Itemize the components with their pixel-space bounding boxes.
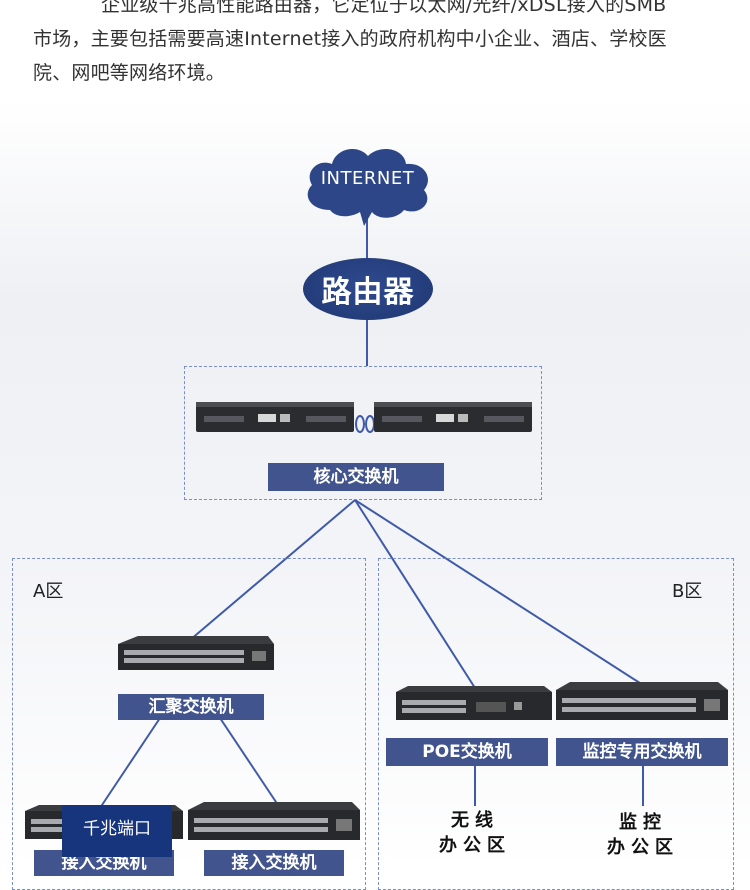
- gigabit-port-badge: 千兆端口: [62, 805, 172, 857]
- router-node: 路由器: [303, 258, 433, 320]
- access-switch-2-icon: [188, 802, 360, 840]
- connection-lines: [99, 215, 644, 809]
- intro-line-2: 市场，主要包括需要高速Internet接入的政府机构中小企业、酒店、学校医: [33, 28, 667, 50]
- router-label: 路由器: [321, 275, 415, 310]
- gigabit-port-label: 千兆端口: [83, 819, 151, 839]
- link-core-poe: [354, 499, 476, 689]
- zone-a-label: A区: [33, 581, 64, 602]
- poe-switch-label: POE交换机: [386, 738, 548, 766]
- aggregation-switch-icon: [118, 636, 274, 670]
- zone-b-label: B区: [672, 581, 703, 602]
- link-agg-access-2: [219, 717, 279, 806]
- intro-line-1: 企业级千兆高性能路由器，它定位于以太网/光纤/xDSL接入的SMB: [101, 0, 667, 16]
- intro-line-3: 院、网吧等网络环境。: [33, 62, 226, 84]
- monitor-office-line-2: 办公区: [607, 837, 679, 858]
- wireless-office-area: 无线 办公区: [425, 808, 525, 858]
- core-switch-1-icon: [196, 402, 354, 432]
- link-core-monitor: [354, 499, 644, 686]
- monitor-office-area: 监控 办公区: [593, 810, 693, 860]
- internet-label: INTERNET: [320, 168, 415, 189]
- access-switch-label-2: 接入交换机: [204, 850, 344, 876]
- monitor-switch-label: 监控专用交换机: [556, 738, 728, 766]
- monitor-switch-icon: [556, 682, 728, 720]
- intro-text: 企业级千兆高性能路由器，它定位于以太网/光纤/xDSL接入的SMB 市场，主要包…: [33, 0, 733, 90]
- aggregation-switch-label: 汇聚交换机: [118, 694, 264, 720]
- core-switch-2-icon: [374, 402, 532, 432]
- core-switch-group: [184, 366, 542, 500]
- link-agg-access-1: [99, 717, 161, 809]
- internet-cloud-icon: [307, 149, 428, 226]
- link-core-aggregation: [189, 499, 356, 641]
- core-switch-label: 核心交换机: [268, 463, 444, 491]
- monitor-office-line-1: 监控: [619, 812, 667, 833]
- wireless-office-line-2: 办公区: [439, 835, 511, 856]
- poe-switch-icon: [396, 686, 552, 720]
- wireless-office-line-1: 无线: [451, 810, 499, 831]
